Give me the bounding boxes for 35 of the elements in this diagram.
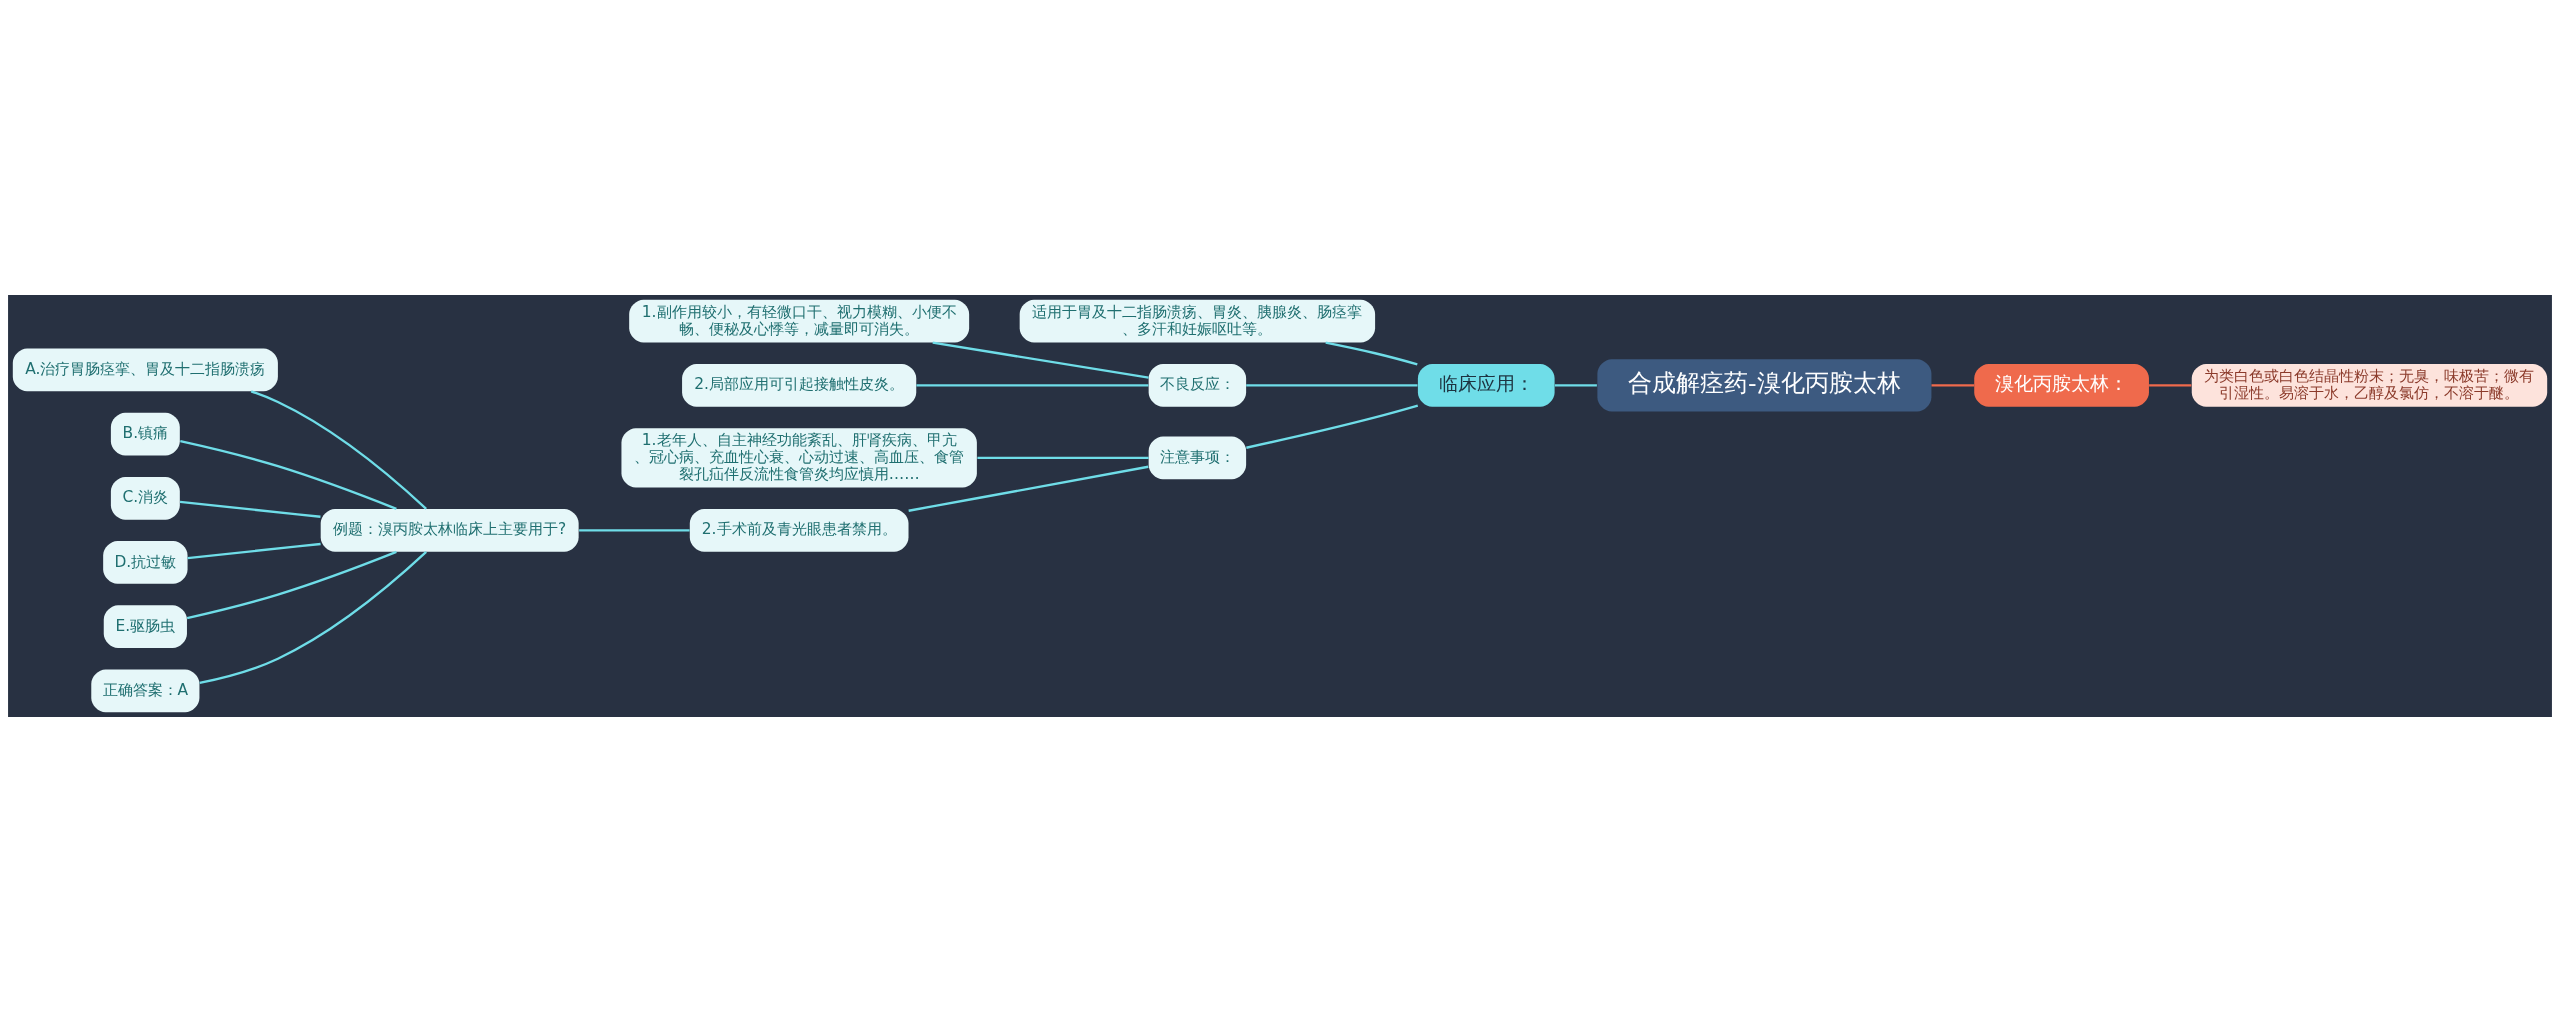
- node-box: 例题：溴丙胺太林临床上主要用于?: [320, 508, 579, 552]
- node-box: 不良反应：: [1148, 363, 1247, 407]
- node-box: 2.手术前及青光眼患者禁用。: [689, 508, 909, 552]
- node-box: 为类白色或白色结晶性粉末；无臭，味极苦；微有引湿性。易溶于水，乙醇及氯仿，不溶于醚。: [2191, 363, 2548, 407]
- node-box: 正确答案：A: [91, 668, 200, 712]
- node-box: 2.局部应用可引起接触性皮炎。: [682, 363, 917, 407]
- connector: [579, 528, 690, 532]
- connector: [908, 465, 1149, 512]
- connector: [250, 389, 427, 510]
- node-box: 合成解痉药-溴化丙胺太林: [1597, 358, 1932, 411]
- node-box: 溴化丙胺太林：: [1974, 363, 2149, 407]
- connector: [180, 439, 397, 510]
- node-box: D.抗过敏: [103, 540, 188, 584]
- node-box: 1.副作用较小，有轻微口干、视力模糊、小便不畅、便秘及心悸等，减量即可消失。: [629, 299, 970, 343]
- connector: [1246, 383, 1418, 387]
- connector: [977, 456, 1149, 459]
- connector: [1246, 404, 1419, 449]
- connector: [187, 542, 321, 559]
- connector: [179, 500, 321, 518]
- connector: [1325, 340, 1418, 365]
- node-box: 临床应用：: [1417, 363, 1555, 407]
- node-box: 适用于胃及十二指肠溃疡、胃炎、胰腺炎、肠痉挛、多汗和妊娠呕吐等。: [1019, 299, 1376, 343]
- node-box: 注意事项：: [1148, 435, 1247, 479]
- connector: [932, 340, 1149, 379]
- connector: [1554, 383, 1597, 387]
- node-box: 1.老年人、自主神经功能紊乱、肝肾疾病、甲亢、冠心病、充血性心衰、心动过速、高血压、食管裂孔疝伴反流性食管炎均应慎用……: [621, 427, 977, 488]
- node-box: A.治疗胃肠痉挛、胃及十二指肠溃疡: [12, 348, 278, 391]
- node-box: C.消炎: [110, 476, 180, 520]
- connector: [916, 383, 1149, 387]
- connector: [2149, 383, 2192, 387]
- node-box: B.镇痛: [110, 412, 180, 455]
- connector: [186, 550, 397, 619]
- node-box: E.驱肠虫: [103, 604, 187, 648]
- connector: [199, 550, 427, 684]
- connector: [1931, 383, 1975, 387]
